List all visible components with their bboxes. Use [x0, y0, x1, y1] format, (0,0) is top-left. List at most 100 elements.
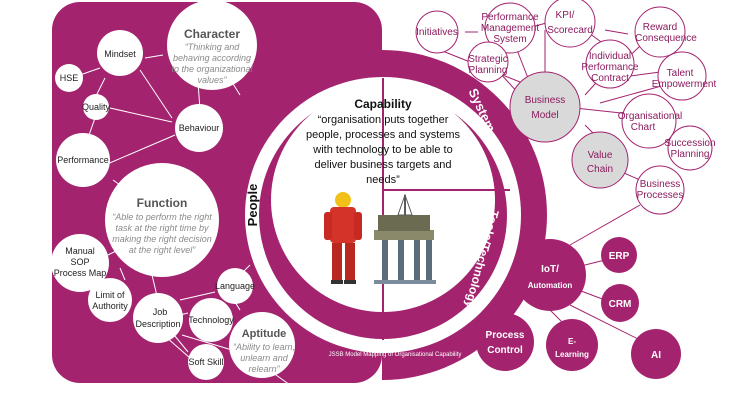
mindset-label: Mindset: [104, 49, 136, 59]
function-desc-line: at the right level”: [129, 245, 197, 255]
iot-automation-node: IoT/ Automation: [514, 239, 586, 311]
value-chain-label-line: Value: [588, 150, 613, 161]
ipc-label-line: Individual: [589, 51, 631, 62]
aptitude-desc-line: “Ability to learn,: [233, 342, 295, 352]
language-label: Language: [215, 281, 255, 291]
quality-label: Quality: [82, 102, 111, 112]
reward-label-line: Reward: [643, 22, 677, 33]
initiatives-label: Initiatives: [416, 27, 458, 38]
limit-label-line: Authority: [92, 301, 128, 311]
hse-node: HSE: [55, 64, 83, 92]
business-model-label-line: Model: [531, 110, 558, 121]
character-desc-line: behaving according: [173, 53, 251, 63]
organisational-chart-node: Organisational Chart: [618, 93, 682, 149]
function-desc-line: making the right decision: [112, 234, 212, 244]
capability-quote-line: deliver business targets and: [315, 159, 452, 171]
job-label-line: Job: [153, 307, 168, 317]
kpi-label-line: Scorecard: [547, 25, 593, 36]
worker-illustration: [324, 192, 362, 284]
process-control-label-line: Process: [486, 330, 525, 341]
value-chain-node: Value Chain: [571, 131, 629, 189]
character-desc-line: “Thinking and: [185, 42, 241, 52]
people-ring-label: People: [245, 184, 260, 227]
aptitude-desc-line: unlearn and: [240, 353, 289, 363]
talent-empowerment-node: Talent Empowerment: [652, 51, 717, 101]
kpi-scorecard-node: KPI/ Scorecard: [544, 0, 596, 48]
erp-label: ERP: [609, 251, 630, 262]
soft-skill-node: Soft Skill: [188, 344, 224, 380]
behaviour-label: Behaviour: [179, 123, 220, 133]
performance-node: Performance: [56, 133, 110, 187]
capability-title: Capability: [354, 97, 412, 111]
aptitude-title: Aptitude: [242, 328, 287, 340]
value-chain-label-line: Chain: [587, 164, 613, 175]
e-learning-label-line: E-: [568, 337, 576, 346]
capability-quote-line: with technology to be able to: [312, 144, 452, 156]
succession-label-line: Succession: [664, 138, 715, 149]
strategic-label-line: Strategic: [468, 54, 507, 65]
e-learning-node: E- Learning: [546, 319, 598, 371]
diagram-caption: JSSB Model Mapping of Organisational Cap…: [329, 352, 462, 358]
erp-node: ERP: [601, 237, 637, 273]
capability-quote-line: people, processes and systems: [306, 129, 461, 141]
iot-label-line: Automation: [528, 281, 573, 290]
capability-quote: “organisation puts together people, proc…: [306, 114, 461, 186]
behaviour-node: Behaviour: [175, 104, 223, 152]
hse-label: HSE: [60, 73, 79, 83]
succession-planning-node: Succession Planning: [664, 125, 716, 171]
language-node: Language: [215, 268, 255, 304]
job-label-line: Description: [135, 319, 180, 329]
succession-label-line: Planning: [671, 149, 710, 160]
talent-label-line: Talent: [667, 68, 694, 79]
talent-label-line: Empowerment: [652, 79, 717, 90]
manual-label-line: Process Map: [54, 268, 107, 278]
kpi-label-line: KPI/: [556, 10, 575, 21]
business-processes-label-line: Processes: [637, 190, 684, 201]
technology-label: Technology: [188, 315, 234, 325]
character-title: Character: [184, 27, 240, 41]
manual-label-line: Manual: [65, 246, 95, 256]
manual-node: Manual SOP Process Map: [51, 234, 109, 292]
mindset-node: Mindset: [97, 30, 143, 76]
business-processes-node: Business Processes: [635, 165, 685, 215]
org-chart-label-line: Chart: [631, 122, 656, 133]
crm-label: CRM: [609, 299, 632, 310]
manual-label-line: SOP: [70, 257, 89, 267]
technology-node: Technology: [188, 298, 234, 342]
character-desc-line: values”: [197, 75, 227, 85]
ai-label: AI: [651, 350, 661, 361]
strategic-planning-node: Strategic Planning: [467, 41, 509, 83]
aptitude-node: Aptitude “Ability to learn, unlearn and …: [229, 312, 295, 378]
aptitude-desc-line: relearn”: [248, 364, 280, 374]
capability-quote-line: “organisation puts together: [318, 114, 449, 126]
business-model-node: Business Model: [509, 71, 581, 143]
reward-label-line: Consequence: [635, 33, 697, 44]
character-desc-line: to the organizational: [171, 64, 253, 74]
org-chart-label-line: Organisational: [618, 111, 682, 122]
e-learning-label-line: Learning: [555, 350, 589, 359]
character-node: Character “Thinking and behaving accordi…: [167, 0, 257, 90]
ipc-label-line: Contract: [591, 73, 629, 84]
business-model-label-line: Business: [525, 95, 566, 106]
reward-consequence-node: Reward Consequence: [634, 6, 697, 58]
pms-label-line: Performance: [481, 12, 539, 23]
limit-label-line: Limit of: [95, 290, 125, 300]
ai-node: AI: [631, 329, 681, 379]
quality-node: Quality: [82, 94, 111, 120]
soft-skill-label: Soft Skill: [188, 357, 223, 367]
initiatives-node: Initiatives: [415, 10, 459, 54]
oil-rig-illustration: [374, 193, 436, 284]
performance-management-node: Performance Management System: [481, 2, 540, 54]
process-control-node: Process Control: [476, 313, 534, 371]
pms-label-line: Management: [481, 23, 540, 34]
job-description-node: Job Description: [133, 293, 183, 343]
performance-label: Performance: [57, 155, 109, 165]
function-title: Function: [137, 196, 188, 210]
strategic-label-line: Planning: [469, 65, 508, 76]
function-desc-line: “Able to perform the right: [112, 212, 212, 222]
process-control-label-line: Control: [487, 345, 523, 356]
iot-label-line: IoT/: [541, 264, 559, 275]
individual-performance-contract-node: Individual Performance Contract: [581, 39, 639, 89]
ipc-label-line: Performance: [581, 62, 639, 73]
